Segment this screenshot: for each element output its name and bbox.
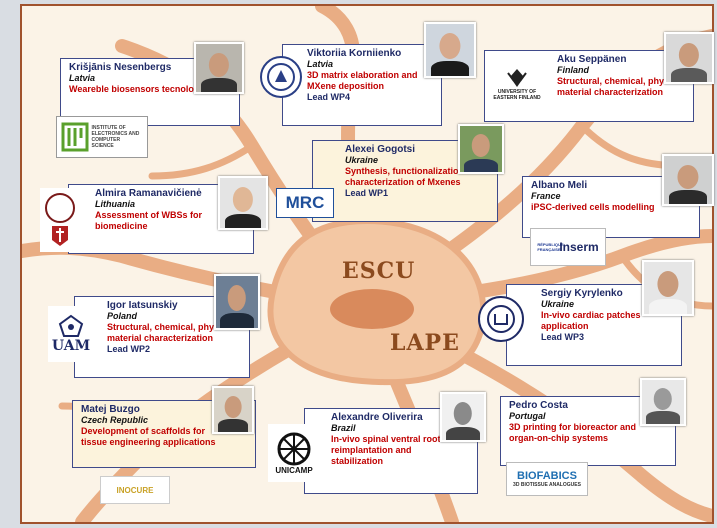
logo-vilnius-university <box>40 188 80 252</box>
member-role: Assessment of WBSs for biomedicine <box>95 210 203 231</box>
member-name: Krišjānis Nesenbergs <box>69 62 172 73</box>
logo-sumy-university <box>260 56 302 98</box>
member-country: Brazil <box>331 423 356 433</box>
member-country: Poland <box>107 311 138 321</box>
member-name: Viktoriia Korniienko <box>307 48 402 59</box>
university-seal-icon <box>45 193 75 246</box>
biofabics-logo-text: BIOFABICS <box>517 470 577 482</box>
member-name: Almira Ramanavičienė <box>95 188 202 199</box>
member-name: Aku Seppänen <box>557 54 627 65</box>
inserm-logo-text: Inserm <box>559 240 599 254</box>
university-seal-icon <box>487 305 515 333</box>
member-role: Development of scaffolds for tissue engi… <box>81 426 216 447</box>
member-role: 3D printing for bioreactor and organ-on-… <box>509 422 637 443</box>
member-country: Portugal <box>509 411 546 421</box>
uef-logo-icon <box>507 69 527 87</box>
logo-biofabics: BIOFABICS 3D BIOTISSUE ANALOGUES <box>506 462 588 496</box>
member-name: Sergiy Kyrylenko <box>541 288 623 299</box>
member-photo-meli <box>662 154 714 206</box>
logo-unicamp: UNICAMP <box>268 424 320 482</box>
member-country: France <box>531 191 561 201</box>
member-card-kyrylenko: Sergiy Kyrylenko Ukraine In-vivo cardiac… <box>506 284 682 366</box>
logo-inocure: INOCURE <box>100 476 170 504</box>
logo-uam: UAM <box>48 306 94 362</box>
member-photo-iatsunskiy <box>214 274 260 330</box>
biofabics-sub-text: 3D BIOTISSUE ANALOGUES <box>513 482 581 488</box>
diagram-frame: ESCU LAPE Krišjānis Nesenbergs Latvia We… <box>20 4 714 524</box>
member-name: Albano Meli <box>531 180 588 191</box>
member-role: Synthesis, functionalization and charact… <box>345 166 483 187</box>
member-wp: Lead WP4 <box>307 92 351 102</box>
member-role: 3D matrix elaboration and MXene depositi… <box>307 70 418 91</box>
member-role: In-vivo spinal ventral root reimplantati… <box>331 434 441 466</box>
member-card-costa: Pedro Costa Portugal 3D printing for bio… <box>500 396 676 466</box>
member-name: Matej Buzgo <box>81 404 140 415</box>
university-seal-icon <box>267 63 295 91</box>
unicamp-logo-text: UNICAMP <box>275 465 313 475</box>
uam-crest-icon <box>58 314 84 337</box>
member-country: Ukraine <box>345 155 379 165</box>
member-photo-oliverira <box>440 392 486 442</box>
center-label-escu: ESCU <box>342 258 416 284</box>
member-photo-ramanaviciene <box>218 176 268 230</box>
logo-sumy-university-2 <box>478 296 524 342</box>
member-photo-nesenbergs <box>194 42 244 94</box>
member-wp: Lead WP3 <box>541 332 585 342</box>
inserm-sub-text: RÉPUBLIQUE FRANÇAISE <box>537 242 564 252</box>
member-photo-gogotsi <box>458 124 504 174</box>
member-name: Alexandre Oliverira <box>331 412 423 423</box>
member-card-korniienko: Viktoriia Korniienko Latvia 3D matrix el… <box>282 44 442 126</box>
member-name: Alexei Gogotsi <box>345 144 416 155</box>
member-photo-costa <box>640 378 686 426</box>
member-photo-buzgo <box>212 386 254 434</box>
member-country: Finland <box>557 65 589 75</box>
logo-inserm: RÉPUBLIQUE FRANÇAISE Inserm <box>530 228 606 266</box>
member-wp: Lead WP1 <box>345 188 389 198</box>
member-role: iPSC-derived cells modelling <box>531 202 655 212</box>
center-label-lape: LAPE <box>390 330 460 356</box>
iecs-logo-text: INSTITUTE OF ELECTRONICS AND COMPUTER SC… <box>91 125 140 149</box>
member-role: Weareble biosensors tecnologies <box>69 84 212 94</box>
uef-logo-text: UNIVERSITY OF EASTERN FINLAND <box>493 89 541 101</box>
uam-logo-text: UAM <box>51 338 91 354</box>
member-role: Structural, chemical, physical material … <box>107 322 235 343</box>
iecs-logo-icon <box>61 122 88 152</box>
unicamp-logo-icon <box>277 432 311 465</box>
member-country: Czech Republic <box>81 415 149 425</box>
member-name: Igor Iatsunskiy <box>107 300 178 311</box>
member-photo-korniienko <box>424 22 476 78</box>
member-country: Lithuania <box>95 199 135 209</box>
member-photo-kyrylenko <box>642 260 694 316</box>
member-role: Structural, chemical, physical material … <box>557 76 685 97</box>
member-role: In-vivo cardiac patches application <box>541 310 641 331</box>
member-wp: Lead WP2 <box>107 344 151 354</box>
member-photo-seppanen <box>664 32 714 84</box>
logo-uef: UNIVERSITY OF EASTERN FINLAND <box>488 58 546 110</box>
member-country: Latvia <box>307 59 334 69</box>
member-country: Latvia <box>69 73 96 83</box>
member-country: Ukraine <box>541 299 575 309</box>
member-name: Pedro Costa <box>509 400 568 411</box>
logo-mrc: MRC <box>276 188 334 218</box>
logo-iecs: INSTITUTE OF ELECTRONICS AND COMPUTER SC… <box>56 116 148 158</box>
